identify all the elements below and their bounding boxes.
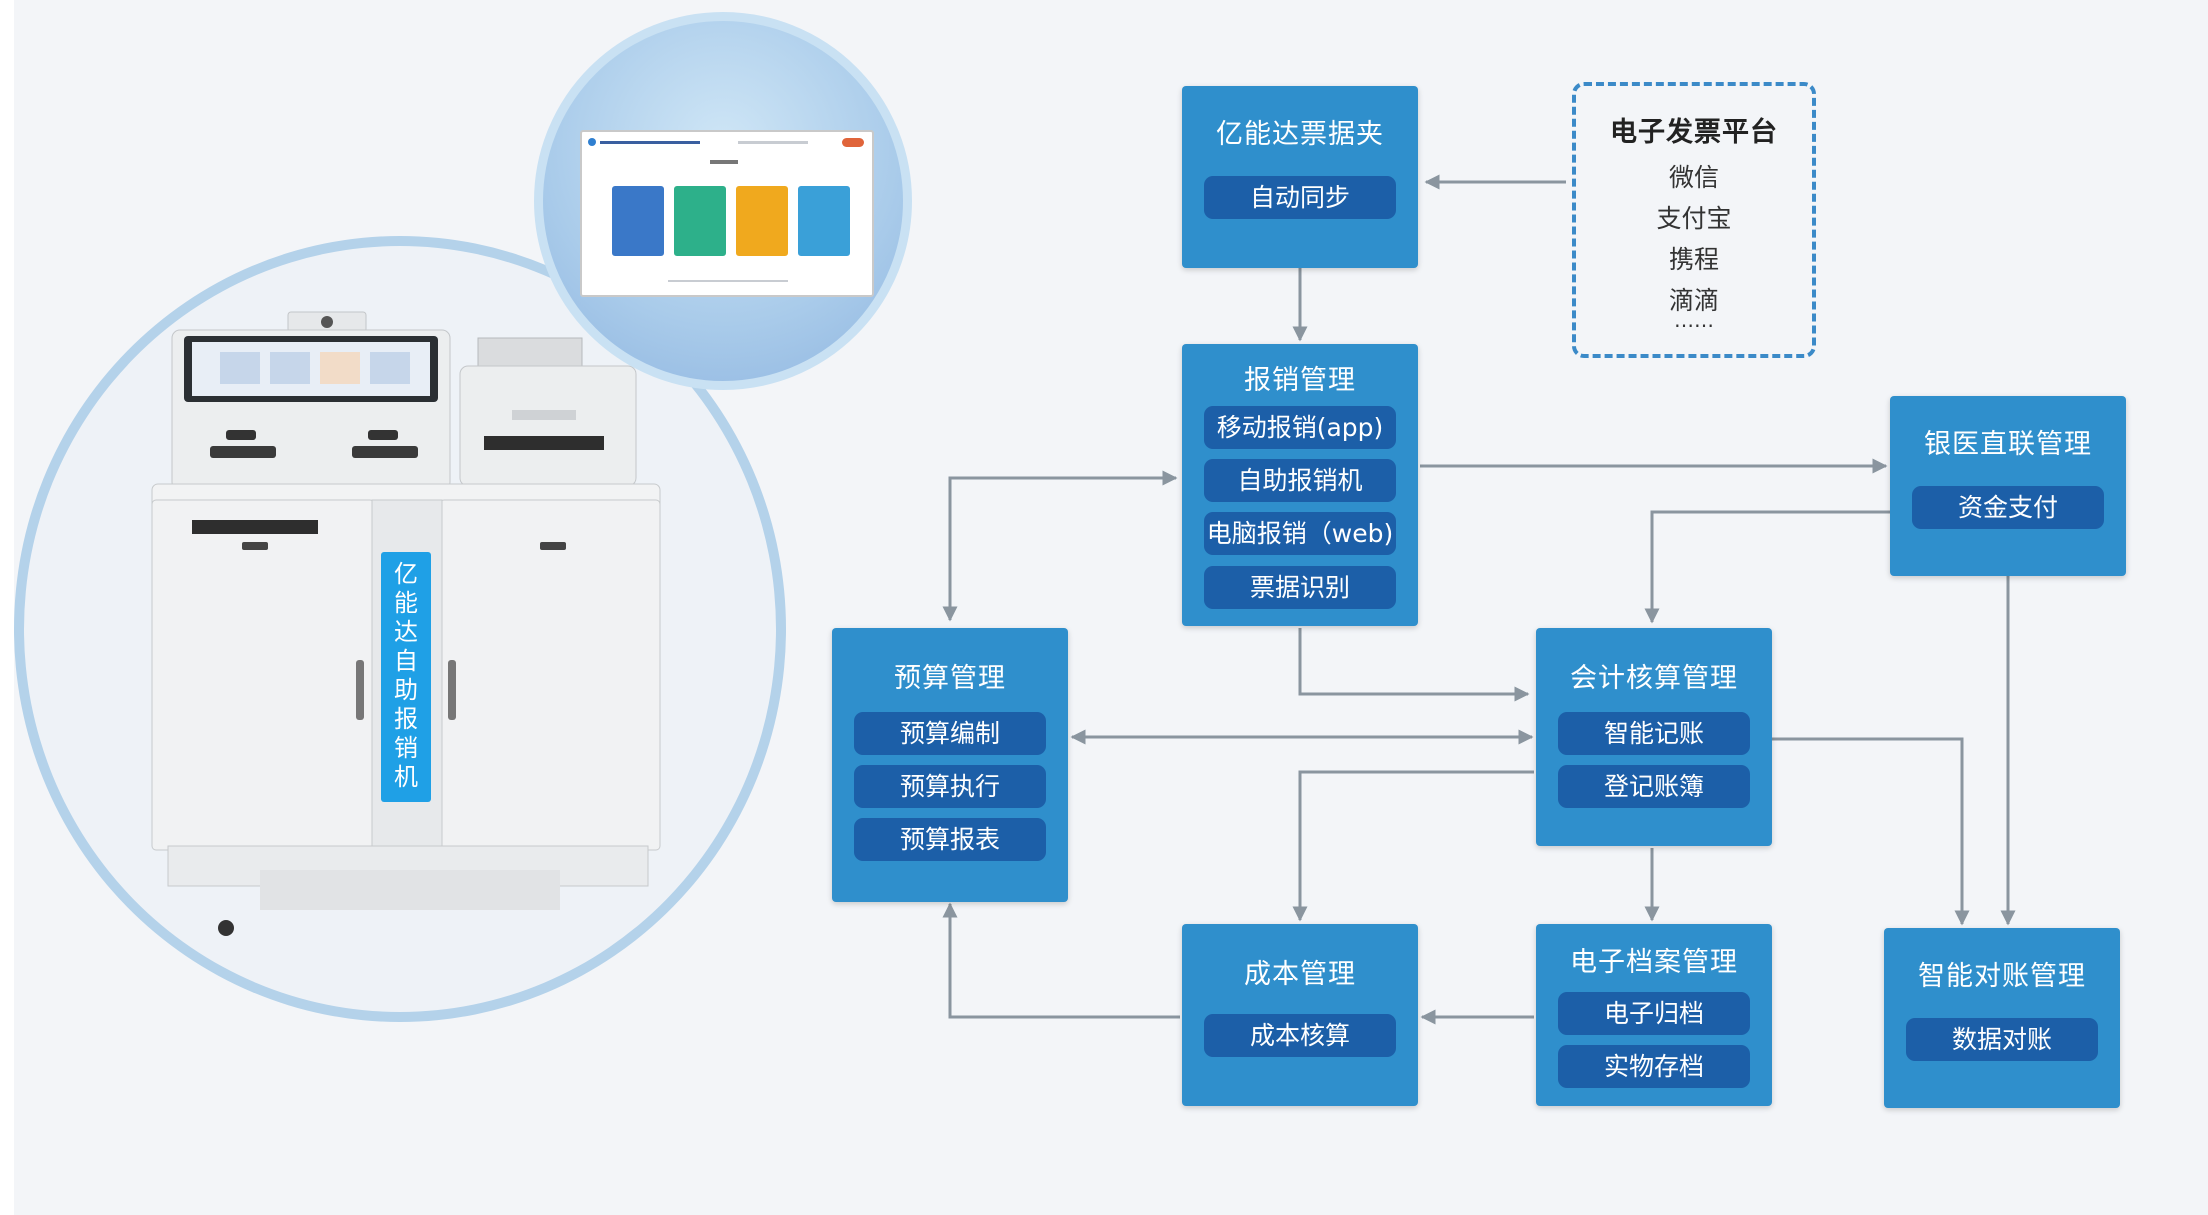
budget-item: 预算报表 [854, 818, 1046, 861]
invoice-platform-title: 电子发票平台 [1610, 117, 1778, 148]
kiosk-label-char: 助 [394, 676, 418, 704]
reconcile-item: 数据对账 [1906, 1018, 2098, 1061]
screen-welcome-line [710, 160, 738, 164]
invoice-source-item: 支付宝 [1656, 204, 1732, 233]
archive-title: 电子档案管理 [1570, 947, 1738, 978]
reconcile-title: 智能对账管理 [1918, 961, 2086, 992]
reimbursement-item: 自助报销机 [1204, 459, 1396, 502]
screen-tile-query [736, 186, 788, 256]
screen-exit-icon [842, 138, 864, 147]
budget-item: 预算执行 [854, 765, 1046, 808]
reimbursement-title: 报销管理 [1244, 365, 1356, 396]
budget-item: 预算编制 [854, 712, 1046, 755]
budget-box: 预算管理 预算编制 预算执行 预算报表 [832, 628, 1068, 902]
accounting-box: 会计核算管理 智能记账 登记账簿 [1536, 628, 1772, 846]
reimbursement-item: 票据识别 [1204, 566, 1396, 609]
kiosk-screen-preview [580, 130, 874, 297]
accounting-item: 登记账簿 [1558, 765, 1750, 808]
accounting-title: 会计核算管理 [1570, 663, 1738, 694]
kiosk-label-char: 机 [394, 763, 418, 791]
bank-title: 银医直联管理 [1924, 429, 2092, 460]
screen-status-line [738, 141, 808, 144]
screen-header-bar [588, 138, 864, 148]
kiosk-label-char: 达 [394, 618, 418, 646]
kiosk-label-char: 销 [394, 734, 418, 762]
folder-box: 亿能达票据夹 自动同步 [1182, 86, 1418, 268]
cost-box: 成本管理 成本核算 [1182, 924, 1418, 1106]
invoice-source-item: 滴滴 [1668, 286, 1719, 315]
invoice-source-more: …… [1674, 308, 1714, 332]
screen-tile-wallet [798, 186, 850, 256]
kiosk-label-char: 能 [394, 589, 418, 617]
kiosk-label-char: 亿 [394, 560, 418, 588]
screen-tile-reimburse [612, 186, 664, 256]
archive-item: 电子归档 [1558, 992, 1750, 1035]
kiosk-name-label: 亿 能 达 自 助 报 销 机 [381, 552, 431, 802]
arrow-accounting-to-cost [1292, 770, 1534, 922]
screen-footer-line [668, 280, 788, 282]
cost-title: 成本管理 [1244, 959, 1356, 990]
screen-tile-submit [674, 186, 726, 256]
budget-title: 预算管理 [894, 663, 1006, 694]
arrow-reimburse-to-accounting [1298, 628, 1530, 702]
reimbursement-box: 报销管理 移动报销(app) 自助报销机 电脑报销（web) 票据识别 [1182, 344, 1418, 626]
cost-item: 成本核算 [1204, 1014, 1396, 1057]
archive-item: 实物存档 [1558, 1045, 1750, 1088]
kiosk-label-char: 报 [394, 705, 418, 733]
kiosk-label-char: 自 [394, 647, 418, 675]
arrow-cost-to-budget [942, 902, 1180, 1019]
screen-title-line [600, 141, 700, 144]
invoice-source-item: 携程 [1668, 245, 1719, 274]
arrow-bank-to-accounting [1644, 510, 1890, 624]
left-margin [0, 0, 14, 1215]
accounting-item: 智能记账 [1558, 712, 1750, 755]
reconcile-box: 智能对账管理 数据对账 [1884, 928, 2120, 1108]
invoice-platform-box: 电子发票平台 微信 支付宝 携程 滴滴 …… [1572, 82, 1816, 358]
bank-item: 资金支付 [1912, 486, 2104, 529]
arrow-accounting-to-reconcile [1770, 737, 1970, 926]
folder-title: 亿能达票据夹 [1216, 119, 1384, 150]
screen-logo-icon [588, 138, 596, 146]
arrow-budget-reimburse [942, 470, 1178, 622]
invoice-source-item: 微信 [1668, 163, 1719, 192]
folder-item: 自动同步 [1204, 176, 1396, 219]
archive-box: 电子档案管理 电子归档 实物存档 [1536, 924, 1772, 1106]
reimbursement-item: 移动报销(app) [1204, 406, 1396, 449]
kiosk-machine-illustration [151, 311, 661, 936]
bank-box: 银医直联管理 资金支付 [1890, 396, 2126, 576]
reimbursement-item: 电脑报销（web) [1204, 512, 1396, 555]
